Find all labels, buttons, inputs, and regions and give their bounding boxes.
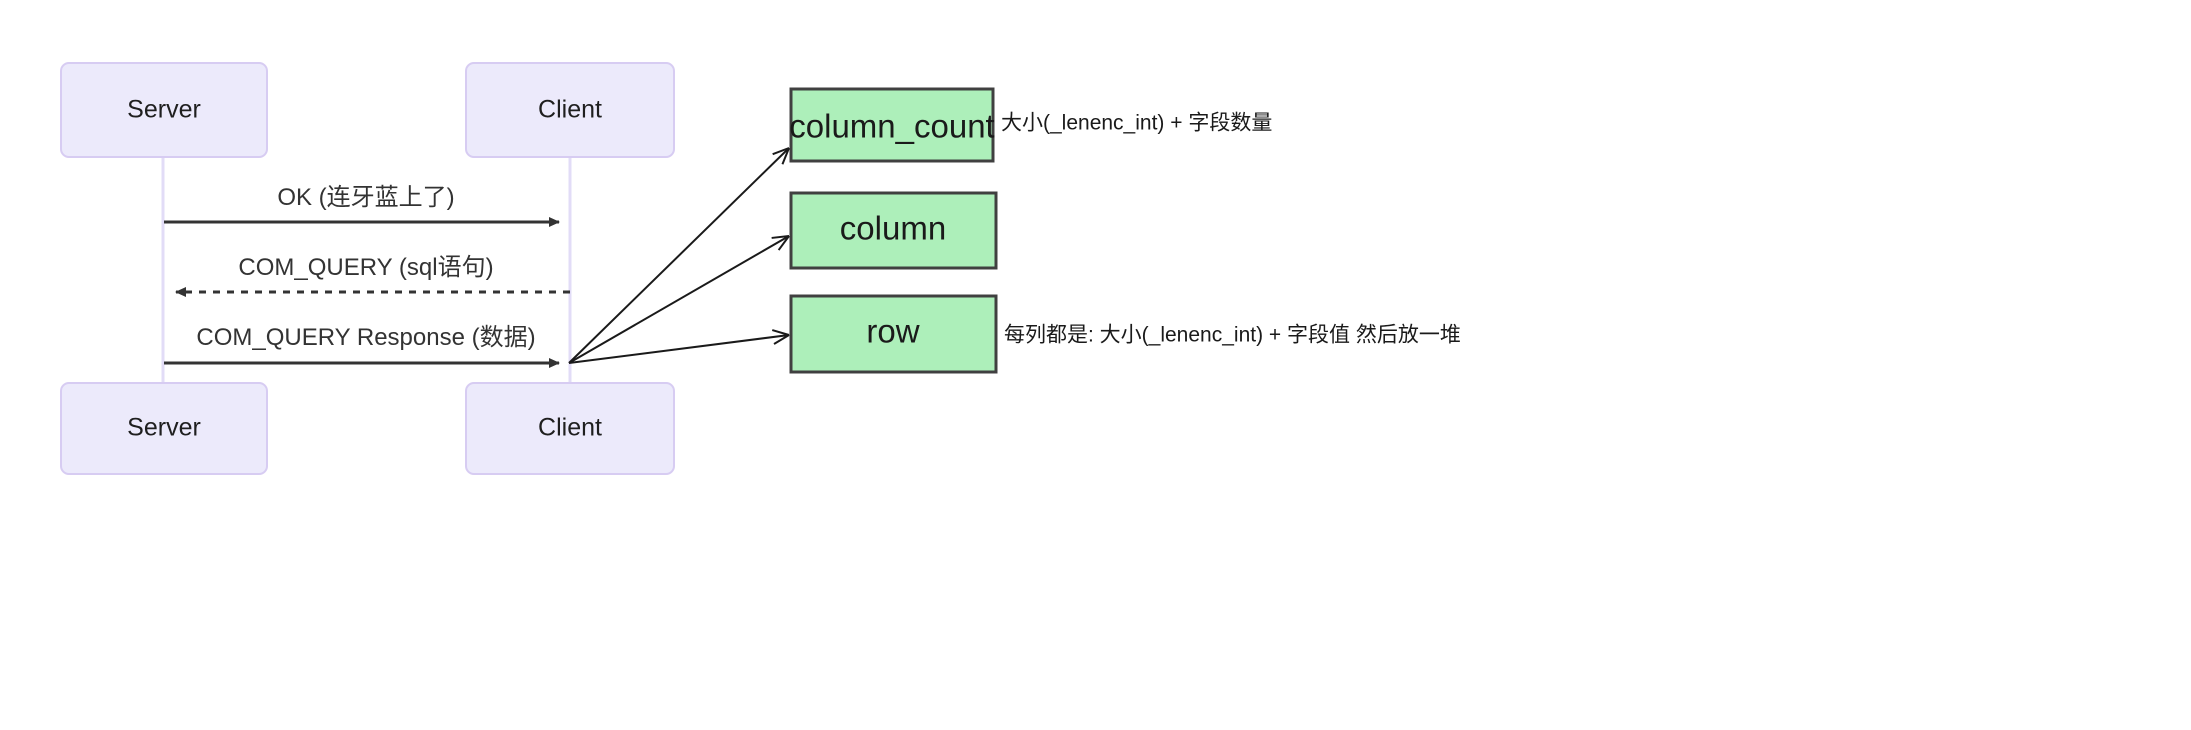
note-connectors — [568, 147, 790, 364]
participant-box-server-top[interactable] — [60, 62, 268, 158]
note-label-column-count: column_count — [789, 108, 994, 145]
message-label-ok: OK (连牙蓝上了) — [277, 184, 454, 211]
note-box-column-count[interactable] — [789, 87, 995, 163]
annotation-row: 每列都是: 大小(_lenenc_int) + 字段值 然后放一堆 — [1004, 324, 1461, 347]
note-row[interactable]: row 每列都是: 大小(_lenenc_int) + 字段值 然后放一堆 — [789, 294, 1461, 374]
connector-to-row — [568, 329, 790, 364]
message-com-query-response[interactable]: COM_QUERY Response (数据) — [164, 324, 560, 368]
participant-server-bottom[interactable]: Server — [60, 382, 268, 475]
lifelines — [161, 157, 572, 383]
participant-box-client-top[interactable] — [465, 62, 675, 158]
participant-label-client-bottom: Client — [538, 414, 602, 442]
participant-label-server-bottom: Server — [127, 414, 201, 442]
participant-box-server-bottom[interactable] — [60, 382, 268, 475]
note-label-column: column — [840, 210, 946, 247]
connector-to-column — [568, 235, 790, 364]
note-box-row[interactable] — [789, 294, 998, 374]
participant-label-client-top: Client — [538, 96, 602, 124]
note-column[interactable]: column — [789, 191, 998, 270]
message-com-query[interactable]: COM_QUERY (sql语句) — [175, 254, 570, 297]
participant-client-top[interactable]: Client — [465, 62, 675, 158]
connector-to-column-count — [568, 147, 790, 364]
participant-box-client-bottom[interactable] — [465, 382, 675, 475]
note-label-row: row — [866, 313, 919, 350]
note-box-column[interactable] — [789, 191, 998, 270]
message-label-com-query: COM_QUERY (sql语句) — [238, 254, 493, 281]
message-ok[interactable]: OK (连牙蓝上了) — [164, 184, 560, 227]
participant-server-top[interactable]: Server — [60, 62, 268, 158]
note-column-count[interactable]: column_count 大小(_lenenc_int) + 字段数量 — [789, 87, 1272, 163]
participant-label-server-top: Server — [127, 96, 201, 124]
participant-client-bottom[interactable]: Client — [465, 382, 675, 475]
message-label-com-query-response: COM_QUERY Response (数据) — [196, 324, 535, 351]
annotation-column-count: 大小(_lenenc_int) + 字段数量 — [1001, 112, 1272, 135]
